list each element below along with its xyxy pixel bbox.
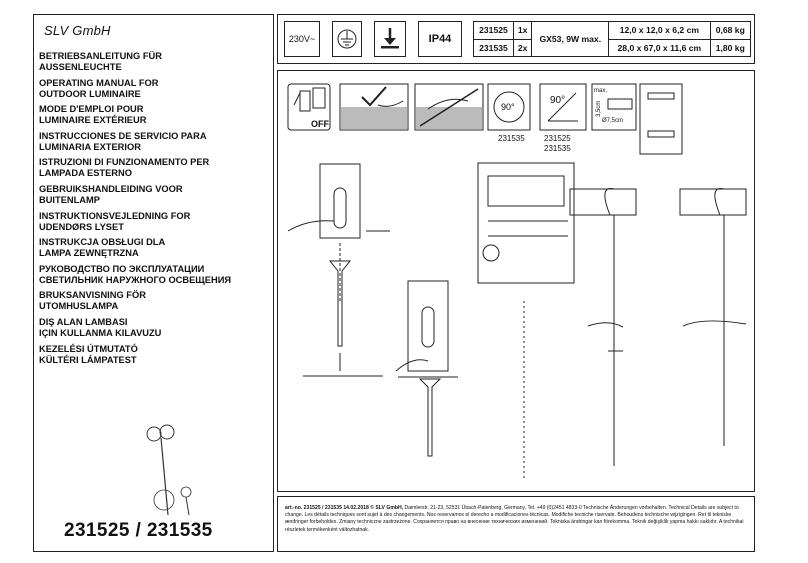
caption-231525: 231525 bbox=[544, 134, 571, 143]
manual-title-list: BETRIEBSANLEITUNG FÜR AUSSENLEUCHTE OPER… bbox=[39, 51, 271, 370]
tilt-90-icon bbox=[539, 83, 587, 131]
brand-name: SLV GmbH bbox=[44, 23, 111, 38]
footer-body: Daimlerstr. 21-23, 52531 Übach-Palenberg… bbox=[285, 505, 744, 533]
lamp-insertion-diagram bbox=[477, 162, 575, 284]
approved-install-icon bbox=[339, 83, 409, 131]
title-hu: KEZELÉSI ÚTMUTATÓ KÜLTÉRI LÁMPATEST bbox=[39, 343, 138, 365]
title-ru: РУКОВОДСТВО ПО ЭКСПЛУАТАЦИИ СВЕТИЛЬНИК Н… bbox=[39, 263, 232, 285]
product-illustration bbox=[146, 424, 192, 516]
quantity: 2x bbox=[512, 38, 533, 57]
weight: 1,80 kg bbox=[709, 38, 752, 57]
dimensions: 28,0 x 67,0 x 11,6 cm bbox=[608, 38, 711, 57]
legal-footer: art.-no. 231525 / 231535 14.02.2018 © SL… bbox=[285, 505, 749, 534]
lamp-replacement-icon bbox=[639, 83, 683, 155]
title-nl: GEBRUIKSHANDLEIDING VOOR BUITENLAMP bbox=[39, 183, 183, 205]
title-sv: BRUKSANVISNING FÖR UTOMHUSLAMPA bbox=[39, 290, 146, 312]
footer-heading: art.-no. 231525 / 231535 14.02.2018 © SL… bbox=[285, 505, 404, 511]
model-number-title: 231525 / 231535 bbox=[64, 520, 213, 541]
voltage-label: 230V~ bbox=[288, 34, 316, 44]
title-de: BETRIEBSANLEITUNG FÜR AUSSENLEUCHTE bbox=[39, 51, 162, 72]
caption-231535b: 231535 bbox=[544, 144, 571, 153]
title-en: OPERATING MANUAL FOR OUTDOOR LUMINAIRE bbox=[39, 77, 159, 99]
dimensions: 12,0 x 12,0 x 6,2 cm bbox=[608, 21, 711, 40]
mounting-step-diagram bbox=[287, 163, 390, 377]
installed-step-diagram bbox=[395, 280, 458, 457]
title-da: INSTRUKTIONSVEJLEDNING FOR UDENDØRS LYSE… bbox=[39, 210, 191, 232]
max-label: max. bbox=[594, 88, 607, 94]
weight: 0,68 kg bbox=[709, 21, 752, 40]
quantity: 1x bbox=[512, 21, 533, 40]
table-row: 231525 1x GX53, 9W max. 12,0 x 12,0 x 6,… bbox=[473, 21, 752, 57]
footer-panel: art.-no. 231525 / 231535 14.02.2018 © SL… bbox=[277, 496, 755, 552]
prohibited-install-icon bbox=[414, 83, 484, 131]
protective-earth-icon bbox=[332, 21, 362, 57]
table-row: 231535 2x 28,0 x 67,0 x 11,6 cm 1,80 kg bbox=[473, 38, 752, 57]
tall-pole-diagram bbox=[569, 188, 637, 466]
title-fr: MODE D'EMPLOI POUR LUMINAIRE EXTÉRIEUR bbox=[39, 104, 147, 126]
spec-panel: 230V~ IP44 231525 1x GX53, 9W max. 12,0 … bbox=[277, 14, 755, 64]
installation-illustration-panel: OFF 90° 231535 bbox=[277, 70, 755, 492]
spec-table: 231525 1x GX53, 9W max. 12,0 x 12,0 x 6,… bbox=[473, 21, 752, 57]
article-number: 231525 bbox=[473, 21, 514, 40]
article-number: 231535 bbox=[473, 38, 514, 57]
installed-pole-diagram bbox=[679, 188, 747, 446]
title-es: INSTRUCCIONES DE SERVICIO PARA LUMINARIA… bbox=[39, 130, 207, 152]
angle-label-b: 90° bbox=[550, 95, 565, 106]
rotate-90-icon bbox=[487, 83, 531, 131]
lamp-dimension-icon bbox=[591, 83, 637, 131]
caption-231535: 231535 bbox=[498, 134, 525, 143]
angle-label: 90° bbox=[501, 102, 515, 112]
voltage-badge: 230V~ bbox=[284, 21, 320, 57]
surface-mount-icon bbox=[374, 21, 406, 57]
ip-rating-label: IP44 bbox=[428, 33, 452, 45]
installation-diagram: OFF 90° 231535 bbox=[287, 83, 747, 481]
cover-panel: SLV GmbH BETRIEBSANLEITUNG FÜR AUSSENLEU… bbox=[33, 14, 274, 552]
ip-rating-badge: IP44 bbox=[418, 21, 462, 57]
height-label: 3,5cm bbox=[596, 101, 602, 117]
diameter-label: Ø7,5cm bbox=[602, 118, 623, 124]
lamp-spec: GX53, 9W max. bbox=[531, 21, 610, 57]
title-pl: INSTRUKCJA OBSŁUGI DLA LAMPA ZEWNĘTRZNA bbox=[39, 237, 166, 259]
title-it: ISTRUZIONI DI FUNZIONAMENTO PER LAMPADA … bbox=[39, 157, 210, 179]
power-off-icon bbox=[287, 83, 331, 131]
title-tr: DIŞ ALAN LAMBASI IÇIN KULLANMA KILAVUZU bbox=[39, 316, 162, 338]
off-label: OFF bbox=[311, 119, 329, 129]
